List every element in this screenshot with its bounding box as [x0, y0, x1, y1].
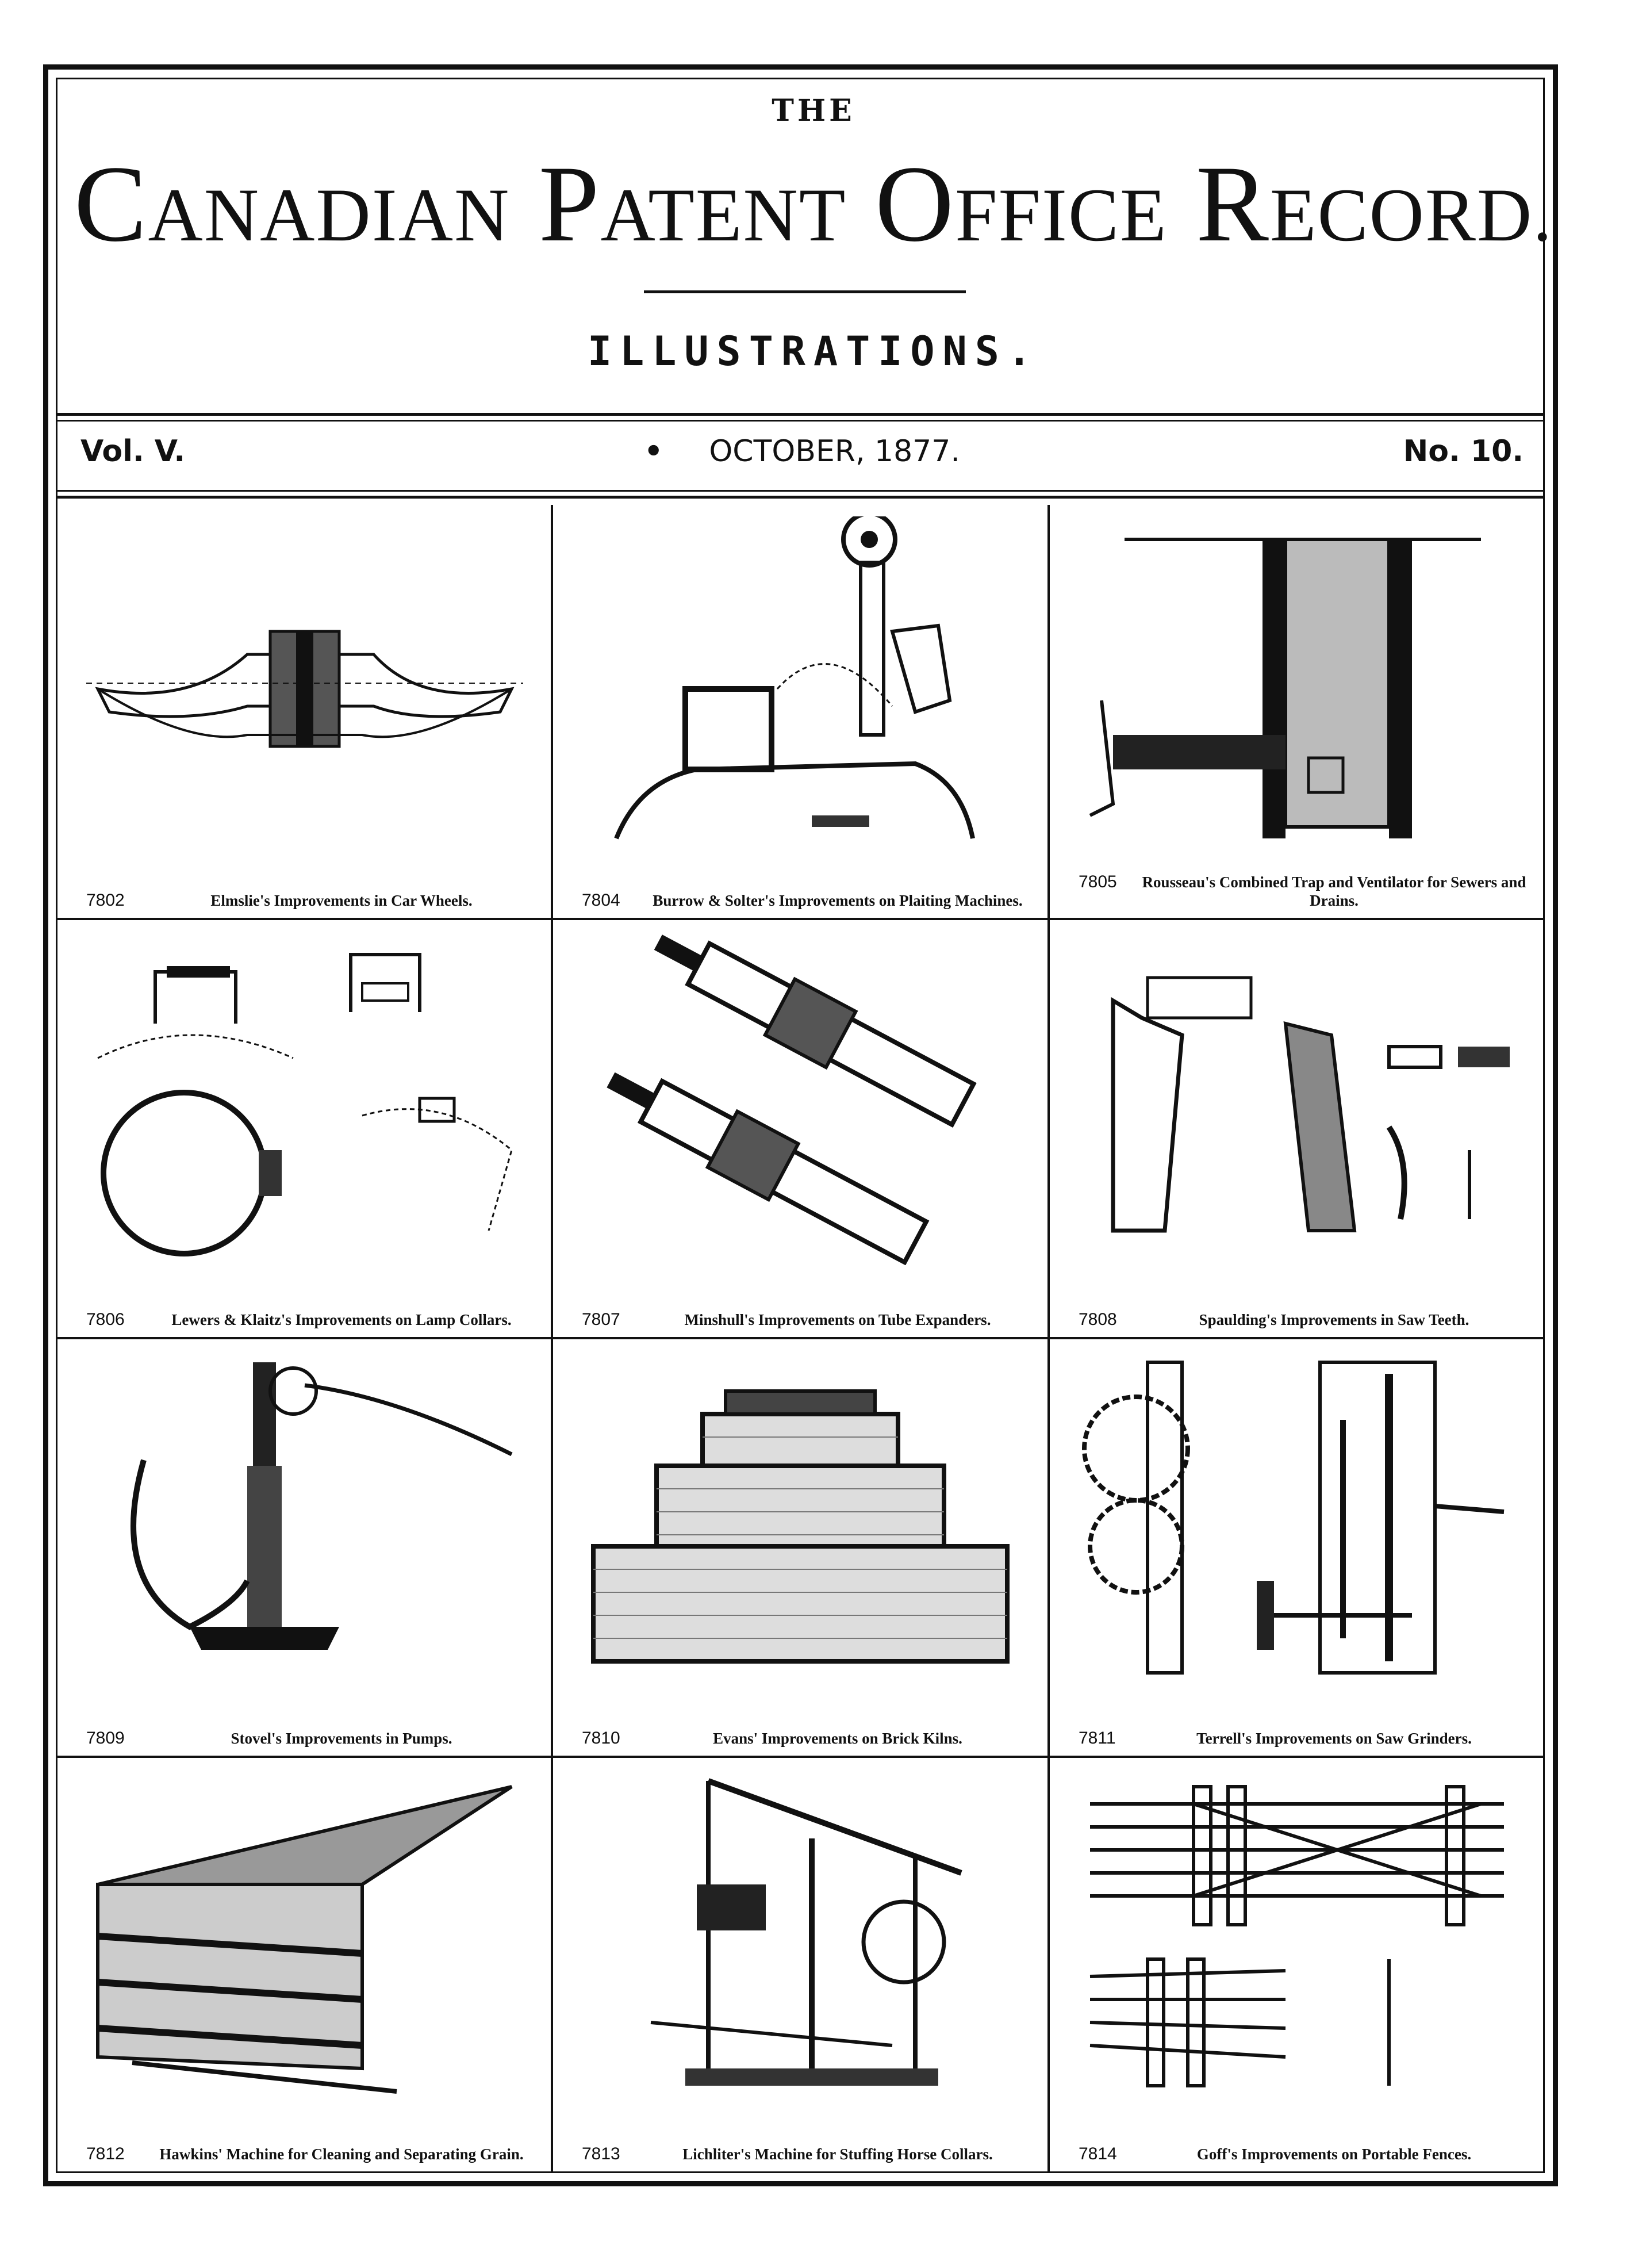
patent-caption: 7807 Minshull's Improvements on Tube Exp… — [570, 1311, 1036, 1329]
patent-number: 7810 — [582, 1729, 620, 1748]
patent-cell: 7813 Lichliter's Machine for Stuffing Ho… — [553, 1758, 1047, 2171]
patent-title: Minshull's Improvements on Tube Expander… — [684, 1311, 991, 1328]
issue-date-text: OCTOBER, 1877. — [709, 434, 960, 469]
patent-cell: 7804 Burrow & Solter's Improvements on P… — [553, 505, 1047, 918]
patent-title: Elmslie's Improvements in Car Wheels. — [210, 892, 473, 909]
volume-label: Vol. V. — [80, 434, 186, 469]
brick-kiln-drawing-icon — [591, 1389, 1010, 1664]
masthead-rule — [57, 413, 1544, 416]
portable-fence-drawing-icon — [1089, 1785, 1504, 2087]
patent-cell: 7802 Elmslie's Improvements in Car Wheel… — [57, 505, 551, 918]
patent-number: 7808 — [1079, 1310, 1117, 1329]
issue-line: Vol. V. •OCTOBER, 1877. No. 10. — [80, 434, 1524, 474]
page-border-inner — [56, 78, 1545, 2173]
patent-number: 7814 — [1079, 2144, 1117, 2163]
patent-cell: 7806 Lewers & Klaitz's Improvements on L… — [57, 920, 551, 1337]
patent-caption: 7812 Hawkins' Machine for Cleaning and S… — [75, 2145, 539, 2163]
patent-number: 7804 — [582, 891, 620, 910]
patent-number: 7813 — [582, 2144, 620, 2163]
patent-number: 7812 — [86, 2144, 125, 2163]
patent-number: 7802 — [86, 891, 125, 910]
patent-number: 7805 — [1079, 872, 1117, 891]
masthead-title: CANADIAN PATENT OFFICE RECORD. — [0, 150, 1627, 270]
patent-caption: 7804 Burrow & Solter's Improvements on P… — [570, 891, 1036, 910]
saw-teeth-drawing-icon — [1111, 976, 1510, 1233]
issue-rule — [57, 496, 1544, 499]
patent-title: Goff's Improvements on Portable Fences. — [1196, 2146, 1472, 2163]
patent-caption: 7802 Elmslie's Improvements in Car Wheel… — [75, 891, 539, 910]
grain-separator-drawing-icon — [96, 1785, 513, 2094]
illustrations-grid: 7802 Elmslie's Improvements in Car Wheel… — [57, 505, 1544, 2171]
patent-caption: 7808 Spaulding's Improvements in Saw Tee… — [1067, 1311, 1532, 1329]
car-wheel-drawing-icon — [86, 630, 523, 748]
patent-caption: 7806 Lewers & Klaitz's Improvements on L… — [75, 1311, 539, 1329]
patent-title: Spaulding's Improvements in Saw Teeth. — [1199, 1311, 1469, 1328]
patent-title: Lewers & Klaitz's Improvements on Lamp C… — [171, 1311, 512, 1328]
issue-date: •OCTOBER, 1877. — [644, 434, 960, 469]
patent-caption: 7810 Evans' Improvements on Brick Kilns. — [570, 1729, 1036, 1748]
patent-number: 7806 — [86, 1310, 125, 1329]
patent-number: 7807 — [582, 1310, 620, 1329]
patent-title: Burrow & Solter's Improvements on Plaiti… — [653, 892, 1023, 909]
patent-cell: 7808 Spaulding's Improvements in Saw Tee… — [1050, 920, 1544, 1337]
patent-caption: 7809 Stovel's Improvements in Pumps. — [75, 1729, 539, 1748]
patent-cell: 7809 Stovel's Improvements in Pumps. — [57, 1339, 551, 1756]
patent-cell: 7814 Goff's Improvements on Portable Fen… — [1050, 1758, 1544, 2171]
patent-title: Stovel's Improvements in Pumps. — [231, 1730, 452, 1747]
patent-caption: 7813 Lichliter's Machine for Stuffing Ho… — [570, 2145, 1036, 2163]
pump-drawing-icon — [131, 1362, 513, 1650]
title-word: CANADIAN — [74, 144, 511, 265]
tube-expander-drawing-icon — [607, 934, 977, 1265]
patent-cell: 7807 Minshull's Improvements on Tube Exp… — [553, 920, 1047, 1337]
lamp-collar-drawing-icon — [97, 953, 513, 1256]
patent-caption: 7814 Goff's Improvements on Portable Fen… — [1067, 2145, 1532, 2163]
patent-cell: 7811 Terrell's Improvements on Saw Grind… — [1050, 1339, 1544, 1756]
grid-divider — [57, 1337, 1544, 1339]
sewer-trap-drawing-icon — [1089, 538, 1481, 838]
patent-number: 7811 — [1079, 1729, 1116, 1748]
page-border-outer — [43, 64, 1558, 2186]
saw-grinder-drawing-icon — [1082, 1361, 1505, 1675]
title-divider — [644, 290, 966, 293]
masthead-article: THE — [772, 93, 855, 128]
patent-title: Rousseau's Combined Trap and Ventilator … — [1142, 874, 1526, 909]
grid-divider — [57, 1756, 1544, 1758]
patent-title: Lichliter's Machine for Stuffing Horse C… — [682, 2146, 993, 2163]
patent-title: Hawkins' Machine for Cleaning and Separa… — [159, 2146, 524, 2163]
title-word: OFFICE — [874, 144, 1168, 265]
patent-caption: 7811 Terrell's Improvements on Saw Grind… — [1067, 1729, 1532, 1748]
patent-title: Evans' Improvements on Brick Kilns. — [713, 1730, 962, 1747]
grid-divider — [57, 918, 1544, 920]
plaiting-machine-drawing-icon — [614, 516, 975, 840]
patent-caption: 7805 Rousseau's Combined Trap and Ventil… — [1067, 873, 1532, 910]
patent-cell: 7812 Hawkins' Machine for Cleaning and S… — [57, 1758, 551, 2171]
patent-cell: 7810 Evans' Improvements on Brick Kilns. — [553, 1339, 1047, 1756]
patent-cell: 7805 Rousseau's Combined Trap and Ventil… — [1050, 505, 1544, 918]
title-word: PATENT — [538, 144, 847, 265]
title-word: RECORD. — [1196, 144, 1553, 265]
patent-number: 7809 — [86, 1729, 125, 1748]
patent-title: Terrell's Improvements on Saw Grinders. — [1196, 1730, 1472, 1747]
collar-stuffing-machine-drawing-icon — [650, 1778, 962, 2086]
issue-rule — [57, 490, 1544, 492]
masthead-rule — [57, 420, 1544, 422]
issue-number: No. 10. — [1403, 434, 1524, 469]
masthead-subtitle: ILLUSTRATIONS. — [587, 328, 1039, 375]
